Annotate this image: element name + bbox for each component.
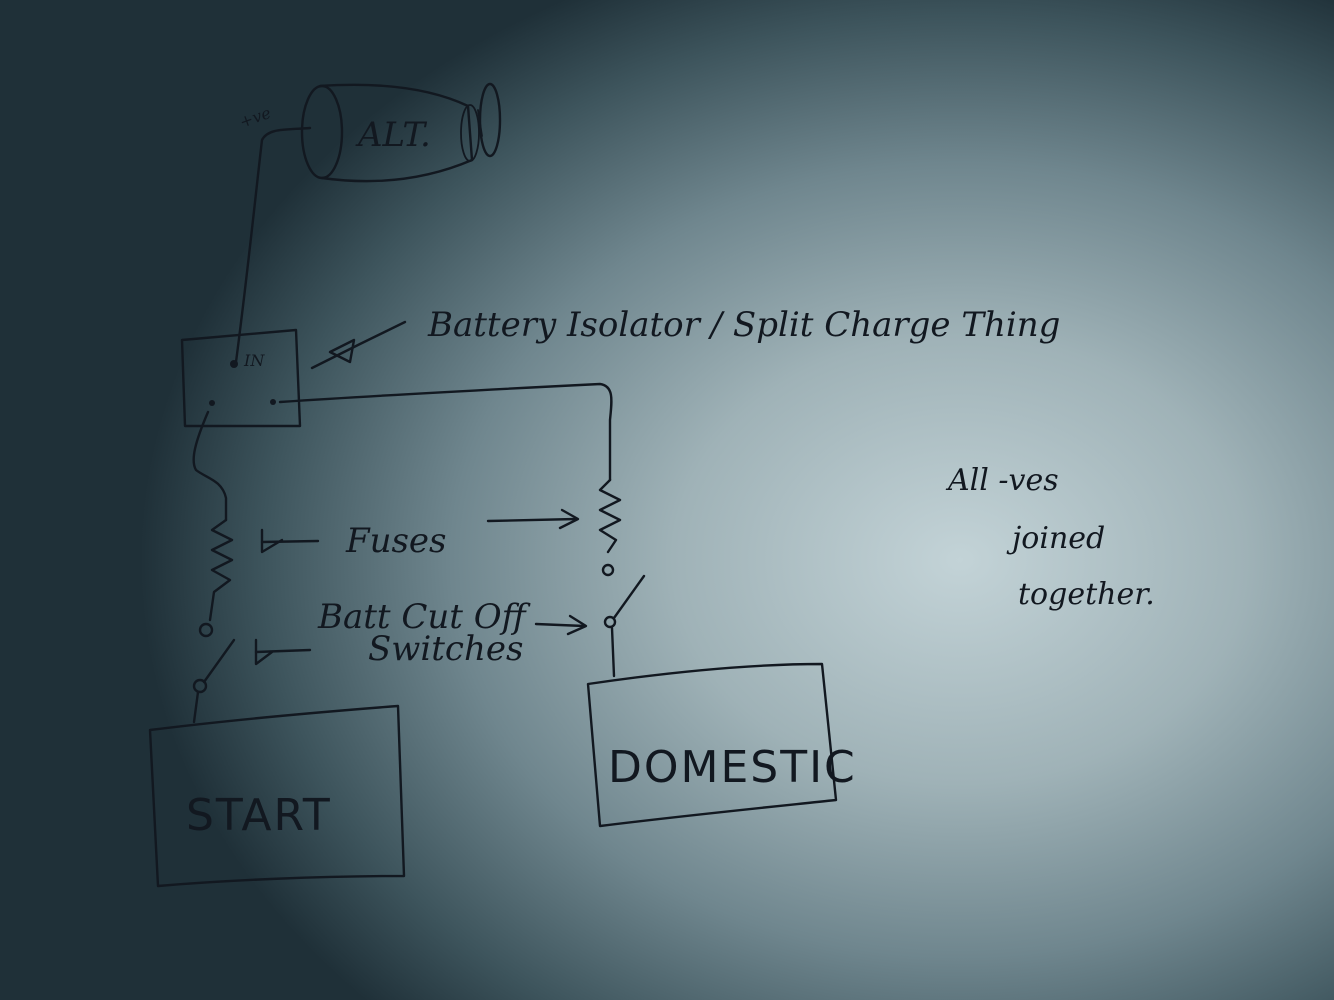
alternator-end: [300, 84, 344, 180]
isolator-out-terminal-domestic: [270, 399, 276, 405]
wire-isolator-to-domestic-fuse: [278, 382, 613, 482]
isolator-label: Battery Isolator / Split Charge Thing: [427, 305, 1060, 345]
alternator-rear: [460, 104, 480, 162]
switches-arrow-right-head: [566, 614, 588, 636]
fuses-arrow-left-head: [260, 528, 284, 554]
domestic-battery: DOMESTIC: [586, 662, 857, 828]
isolator-in-label: IN: [243, 351, 265, 370]
note-line-2: joined: [1006, 521, 1105, 556]
pulley-shaft: [477, 109, 483, 137]
fuses-arrow-left-line: [260, 539, 320, 544]
fuses-arrow-right-line: [486, 517, 578, 523]
wire-isolator-to-start-fuse: [192, 410, 228, 522]
isolator-in-terminal: [230, 360, 238, 368]
alternator: ALT. +ve: [237, 82, 502, 183]
start-battery-label: START: [186, 790, 332, 841]
wire-switch-to-start-battery: [192, 690, 200, 724]
domestic-fuse: [598, 478, 622, 554]
start-switch-blade: [202, 638, 236, 684]
note-line-1: All -ves: [945, 463, 1059, 498]
domestic-battery-label: DOMESTIC: [608, 742, 857, 793]
negatives-note: All -ves joined together.: [945, 463, 1155, 612]
start-battery: START: [148, 704, 406, 888]
domestic-switch-bottom-contact: [603, 615, 617, 629]
isolator-box: [180, 328, 302, 428]
domestic-switch-blade: [612, 574, 646, 620]
domestic-battery-box: [586, 662, 838, 828]
switches-label-line1: Batt Cut Off: [317, 597, 531, 637]
isolator-pointer-line: [310, 320, 407, 370]
isolator-out-terminal-start: [209, 400, 215, 406]
wire-switch-to-domestic-battery: [610, 626, 616, 678]
battery-isolator: IN: [180, 328, 302, 428]
fuses-arrow-right-head: [558, 508, 580, 530]
start-switch-top-contact: [198, 622, 214, 638]
switches-label-line2: Switches: [368, 629, 523, 669]
note-line-3: together.: [1018, 577, 1155, 612]
fuses-label: Fuses: [345, 521, 447, 561]
domestic-switch-top-contact: [601, 563, 615, 577]
positive-terminal-label: +ve: [237, 103, 273, 132]
switches-arrow-right-line: [534, 622, 586, 628]
start-fuse: [208, 518, 234, 622]
switches-arrow-left-head: [254, 638, 274, 666]
start-switch-bottom-contact: [192, 678, 208, 694]
isolator-pointer-head: [328, 338, 356, 364]
wire-alt-to-isolator: [234, 126, 312, 364]
alternator-pulley: [478, 82, 502, 158]
alternator-label: ALT.: [355, 115, 431, 155]
start-battery-box: [148, 704, 406, 888]
alternator-body: [318, 83, 474, 183]
switches-arrow-left-line: [254, 648, 312, 654]
